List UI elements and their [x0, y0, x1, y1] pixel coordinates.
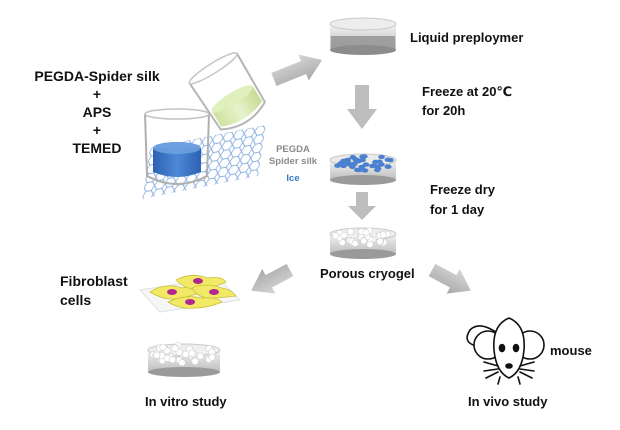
arrow-freeze [347, 85, 377, 129]
beaker-blue [144, 108, 210, 185]
ice-crystal [385, 164, 392, 169]
pore-bead [196, 352, 204, 360]
pore-bead [360, 237, 368, 245]
dish-liquid [329, 17, 397, 55]
plus-sign-1: + [92, 86, 102, 102]
pore-bead [153, 351, 161, 359]
legend-pegda: PEGDA [276, 144, 310, 155]
pore-bead [178, 359, 186, 367]
ice-crystal [384, 157, 392, 162]
label-fibroblast: Fibroblast [60, 273, 128, 289]
label-in-vivo-study: In vivo study [468, 394, 548, 409]
label-mouse: mouse [550, 343, 592, 358]
beaker-green [188, 52, 267, 131]
label-freeze-duration: for 20h [422, 103, 466, 118]
label-in-vitro-study: In vitro study [145, 394, 227, 409]
dish-cryogel [329, 227, 397, 259]
pore-bead [191, 357, 199, 366]
ice-crystal [374, 166, 382, 171]
dish-frozen [329, 153, 397, 185]
reagent-pegda-spider-silk: PEGDA-Spider silk [34, 68, 160, 84]
pore-bead [188, 349, 196, 357]
label-freeze-temp: Freeze at 20℃ [422, 84, 513, 99]
pore-bead [340, 231, 348, 239]
label-porous-cryogel: Porous cryogel [320, 266, 415, 281]
ice-crystal [334, 163, 341, 168]
legend-ice: Ice [286, 173, 300, 184]
pore-bead [362, 229, 370, 237]
ice-crystal [351, 161, 358, 166]
arrow-to-in-vivo [428, 263, 471, 294]
label-freeze-dry-duration: for 1 day [430, 202, 485, 217]
dish-in-vitro [147, 342, 221, 377]
pore-bead [351, 239, 359, 247]
pore-bead [159, 343, 167, 351]
ice-crystal [349, 155, 357, 160]
ice-crystal [356, 167, 363, 173]
pore-bead [379, 231, 387, 239]
pore-bead [331, 232, 339, 240]
pore-bead [376, 238, 384, 246]
ice-crystal [378, 154, 385, 160]
ice-crystal [376, 159, 383, 164]
plus-sign-2: + [92, 122, 102, 138]
ice-crystal [340, 162, 348, 167]
fibroblast-cells-illustration [139, 275, 242, 313]
pore-bead [182, 350, 190, 358]
pore-bead [347, 228, 355, 236]
ice-crystal [344, 157, 352, 163]
ice-crystal [369, 163, 376, 169]
legend-spider-silk: Spider silk [268, 156, 318, 167]
reagent-temed: TEMED [72, 140, 122, 156]
arrow-to-in-vitro [251, 263, 294, 294]
arrow-to-liquid [271, 54, 323, 86]
pore-bead [168, 356, 176, 364]
mouse-illustration [466, 317, 545, 385]
ice-crystal [359, 157, 366, 163]
label-liquid-preploymer: Liquid preploymer [410, 30, 524, 45]
ice-crystal [359, 154, 366, 159]
pore-bead [171, 344, 179, 352]
label-freeze-dry: Freeze dry [430, 182, 496, 197]
pore-bead [208, 353, 216, 361]
pore-bead [366, 240, 374, 248]
reagent-aps: APS [82, 104, 112, 120]
ice-crystal [361, 168, 369, 173]
label-cells: cells [60, 292, 92, 308]
arrow-freeze-dry [348, 192, 376, 220]
